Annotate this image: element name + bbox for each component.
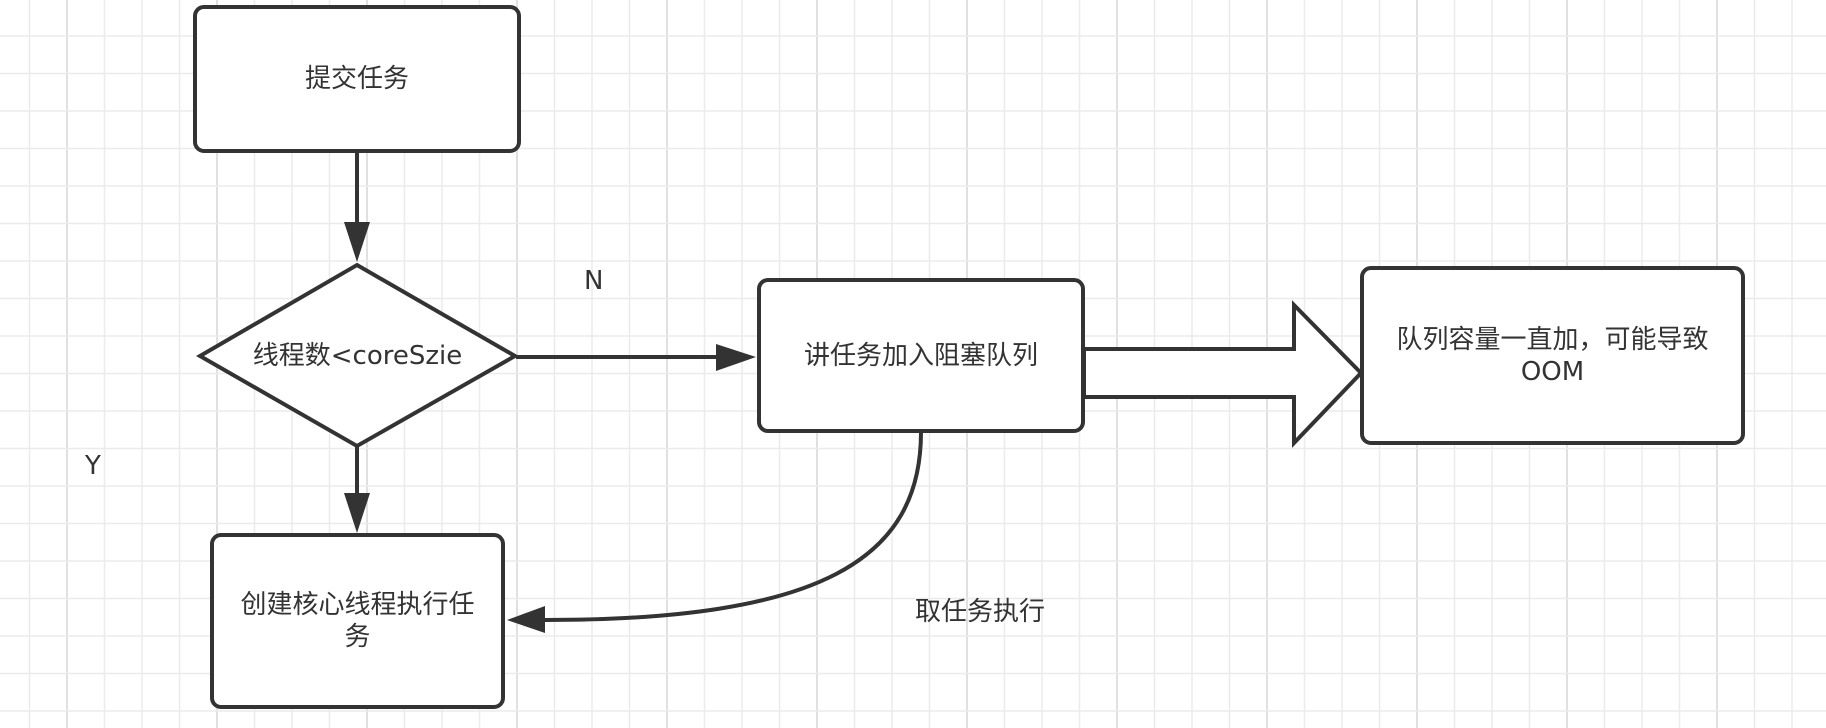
edge-label-no: N [584, 266, 604, 296]
node-create-core-thread[interactable] [210, 533, 505, 709]
arrowhead-icon [344, 493, 370, 533]
edge-label-yes: Y [85, 451, 101, 481]
node-decision-thread-count[interactable] [195, 262, 520, 449]
edge-decision-to-enqueue[interactable] [516, 344, 756, 371]
node-decision-text: 线程数<coreSzie [252, 340, 463, 371]
node-create-core-text: 创建核心线程执行任务 [240, 590, 475, 652]
node-oom-text: 队列容量一直加，可能导致OOM [1396, 324, 1709, 387]
node-oom-warning[interactable] [1360, 266, 1745, 445]
arrowhead-icon [507, 606, 545, 633]
arrowhead-icon [344, 222, 370, 262]
block-arrow-enqueue-to-oom[interactable] [1082, 300, 1364, 448]
edge-enqueue-to-create-core[interactable] [507, 431, 923, 633]
edge-decision-to-create-core[interactable] [344, 446, 370, 533]
arrowhead-icon [716, 344, 756, 371]
node-enqueue-blocking-queue[interactable] [757, 278, 1085, 433]
edge-label-take-task: 取任务执行 [915, 597, 1046, 627]
edge-submit-to-decision[interactable] [344, 152, 370, 262]
node-submit-task-text: 提交任务 [304, 64, 409, 94]
node-enqueue-text: 讲任务加入阻塞队列 [803, 340, 1038, 371]
node-submit-task[interactable] [193, 5, 521, 153]
